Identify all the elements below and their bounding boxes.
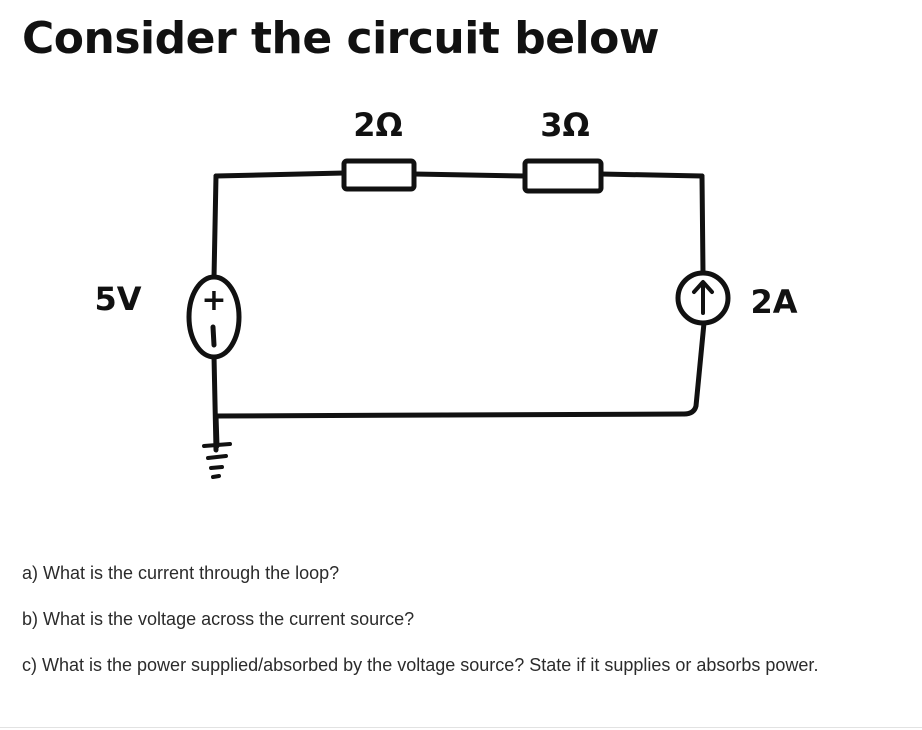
ground-icon: [202, 442, 232, 479]
question-c: c) What is the power supplied/absorbed b…: [22, 655, 819, 675]
wire-bottom: [213, 411, 687, 419]
wire-top-middle: [411, 171, 528, 179]
wire-left-upper: [211, 173, 219, 281]
wire-ground-stem: [213, 413, 220, 449]
resistor-1-label: 2Ω: [353, 106, 402, 144]
wire-right-upper: [699, 173, 706, 276]
wire-top-right: [598, 171, 705, 179]
minus-icon: [210, 324, 217, 348]
current-source-label: 2A: [750, 283, 797, 321]
voltage-source: [186, 274, 242, 360]
resistor-2-label: 3Ω: [540, 106, 589, 144]
resistor-1-body: [341, 158, 417, 192]
page-title: Consider the circuit below: [22, 13, 660, 64]
current-source: [675, 270, 731, 326]
wire-right-lower: [681, 320, 707, 417]
question-b: b) What is the voltage across the curren…: [22, 609, 415, 629]
bottom-divider: [0, 727, 922, 728]
circuit-svg: + 2Ω 3Ω 5V 2A: [94, 106, 798, 479]
voltage-source-label: 5V: [94, 280, 141, 318]
wire-top-left: [213, 170, 347, 179]
resistor-2-body: [522, 158, 604, 194]
circuit-diagram: + 2Ω 3Ω 5V 2A: [0, 80, 922, 540]
question-a: a) What is the current through the loop?: [22, 563, 340, 583]
voltage-source-plus: +: [201, 283, 226, 318]
